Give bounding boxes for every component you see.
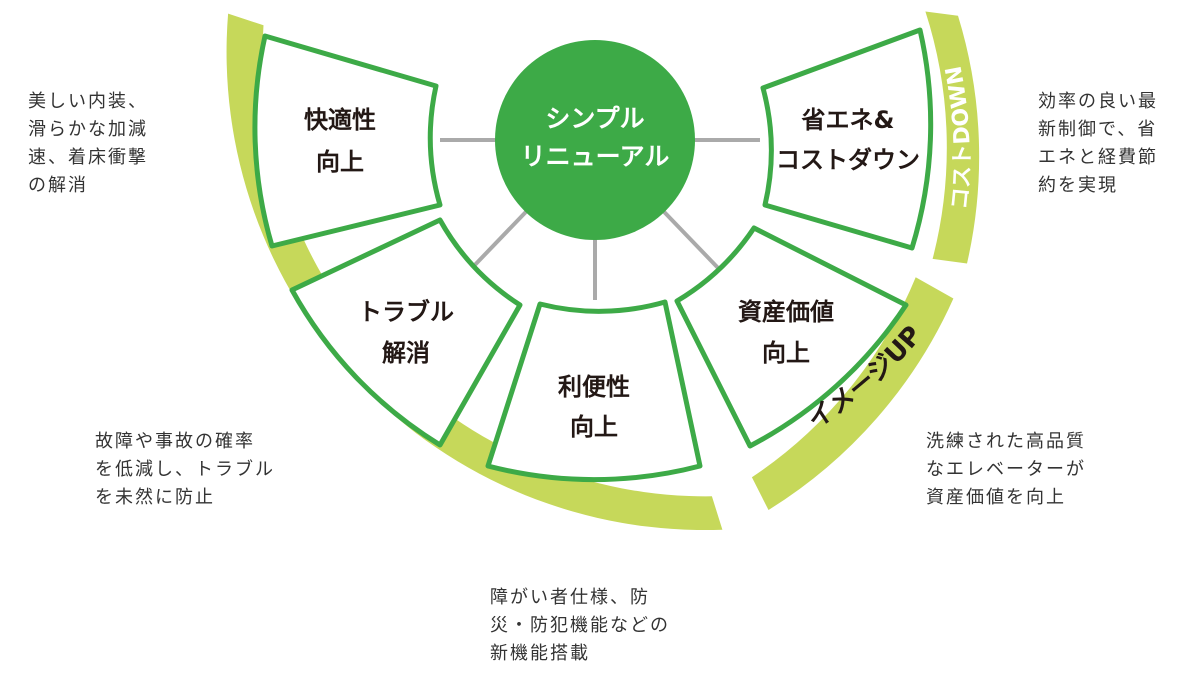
image-band xyxy=(751,277,954,510)
trouble-label-line2: 解消 xyxy=(382,339,430,367)
asset-label-line1: 資産価値 xyxy=(738,298,834,326)
trouble-label-line1: トラブル xyxy=(358,298,454,326)
segment-trouble xyxy=(289,217,523,448)
segment-convenience xyxy=(485,299,703,483)
segment-energy xyxy=(760,27,934,251)
trouble-note: 故障や事故の確率 を低減し、トラブル を未然に防止 xyxy=(95,431,275,508)
energy-label-line1: 省エネ& xyxy=(801,106,895,134)
center-title-line1: シンプル xyxy=(545,104,644,133)
convenience-label-line2: 向上 xyxy=(570,413,618,441)
energy-note: 効率の良い最 新制御で、省 エネと経費節 約を実現 xyxy=(1038,91,1158,196)
segment-asset xyxy=(674,225,909,449)
comfort-note: 美しい内装、 滑らかな加減 速、着床衝撃 の解消 xyxy=(28,91,148,196)
asset-note: 洗練された高品質 なエレベーターが 資産価値を向上 xyxy=(926,431,1086,508)
comfort-label-line2: 向上 xyxy=(316,148,364,176)
convenience-label-line1: 利便性 xyxy=(558,373,630,401)
comfort-label-line1: 快適性 xyxy=(304,106,376,134)
center-circle xyxy=(495,40,695,240)
convenience-note: 障がい者仕様、防 災・防犯機能などの 新機能搭載 xyxy=(490,587,670,664)
asset-label-line2: 向上 xyxy=(762,339,810,367)
segment-comfort xyxy=(252,33,443,249)
cost-band xyxy=(925,11,980,264)
energy-label-line2: コストダウン xyxy=(776,146,920,174)
performance-band-label: 性能UP xyxy=(246,358,316,437)
center-title-line2: リニューアル xyxy=(521,142,670,171)
